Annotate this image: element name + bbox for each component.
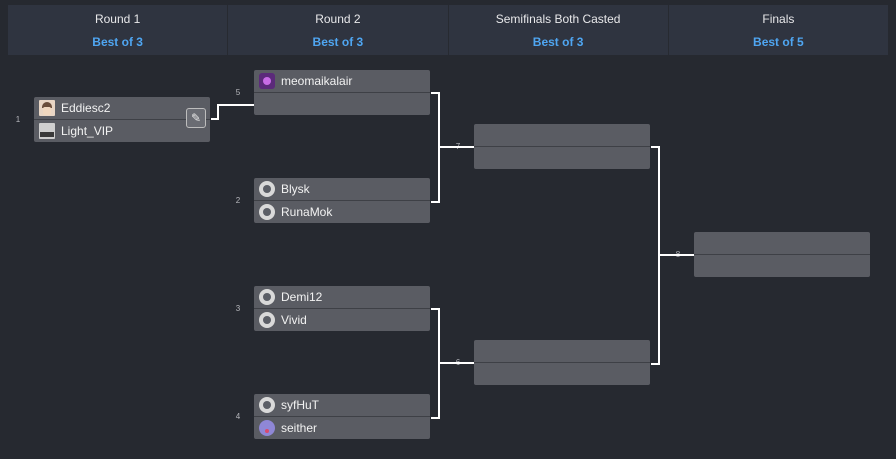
- player-slot-empty[interactable]: [474, 363, 650, 385]
- bot-avatar-icon: [259, 397, 275, 413]
- match-number: 1: [15, 115, 21, 124]
- player-slot[interactable]: Blysk: [254, 178, 430, 200]
- slot-divider: [254, 308, 430, 309]
- match-1[interactable]: Eddiesc2 Light_VIP ✎: [34, 97, 210, 142]
- player-name: RunaMok: [281, 205, 333, 219]
- player-avatar-icon: [259, 420, 275, 436]
- slot-divider: [474, 362, 650, 363]
- bracket-connector: [211, 118, 219, 120]
- match-7[interactable]: [474, 124, 650, 169]
- match-3[interactable]: Demi12 Vivid: [254, 286, 430, 331]
- match-5[interactable]: meomaikalair: [254, 70, 430, 115]
- player-slot[interactable]: meomaikalair: [254, 70, 430, 92]
- semifinals-column: Semifinals Both Casted Best of 3: [449, 5, 669, 55]
- slot-divider: [34, 119, 210, 120]
- player-slot[interactable]: Vivid: [254, 309, 430, 331]
- edit-icon[interactable]: ✎: [186, 108, 206, 128]
- player-name: Blysk: [281, 182, 310, 196]
- round-title: Finals: [762, 12, 795, 26]
- player-slot[interactable]: RunaMok: [254, 201, 430, 223]
- round-format: Best of 3: [92, 35, 143, 49]
- bot-avatar-icon: [259, 181, 275, 197]
- slot-divider: [254, 200, 430, 201]
- bracket-connector: [660, 254, 694, 256]
- slot-divider: [254, 416, 430, 417]
- player-name: Vivid: [281, 313, 307, 327]
- bracket-connector: [217, 104, 254, 106]
- round-format: Best of 3: [312, 35, 364, 49]
- match-number: 5: [235, 88, 241, 97]
- player-slot-empty[interactable]: [474, 147, 650, 169]
- bot-avatar-icon: [259, 204, 275, 220]
- bracket-connector: [651, 146, 660, 365]
- player-name: Light_VIP: [61, 124, 114, 138]
- player-slot[interactable]: Demi12: [254, 286, 430, 308]
- player-slot-empty[interactable]: [694, 232, 870, 254]
- bracket-connector: [440, 146, 474, 148]
- bracket-connector: [431, 308, 440, 419]
- player-slot-empty[interactable]: [694, 255, 870, 277]
- player-slot[interactable]: Light_VIP: [34, 120, 210, 142]
- round-2-column: Round 2 Best of 3: [228, 5, 449, 55]
- slot-divider: [254, 92, 430, 93]
- match-number: 2: [235, 196, 241, 205]
- player-name: seither: [281, 421, 318, 435]
- match-6[interactable]: [474, 340, 650, 385]
- round-format: Best of 3: [532, 35, 584, 49]
- round-title: Round 2: [315, 12, 361, 26]
- bracket-header: Round 1 Best of 3 Round 2 Best of 3 Semi…: [8, 5, 888, 55]
- player-avatar-icon: [39, 123, 55, 139]
- player-slot[interactable]: Eddiesc2: [34, 97, 210, 119]
- round-format: Best of 5: [753, 35, 804, 49]
- round-title: Round 1: [94, 12, 141, 26]
- bot-avatar-icon: [259, 312, 275, 328]
- bot-avatar-icon: [259, 289, 275, 305]
- player-slot-empty[interactable]: [474, 124, 650, 146]
- round-1-column: Round 1 Best of 3: [8, 5, 229, 55]
- finals-column: Finals Best of 5: [669, 5, 888, 55]
- slot-divider: [694, 254, 870, 255]
- bracket-connector: [431, 92, 440, 203]
- match-number: 4: [235, 412, 241, 421]
- match-8[interactable]: [694, 232, 870, 277]
- player-name: meomaikalair: [281, 74, 353, 88]
- player-name: syfHuT: [281, 398, 320, 412]
- match-4[interactable]: syfHuT seither: [254, 394, 430, 439]
- player-avatar-icon: [259, 73, 275, 89]
- round-title: Semifinals Both Casted: [495, 12, 621, 26]
- bracket-connector: [217, 104, 219, 118]
- player-name: Demi12: [281, 290, 323, 304]
- match-number: 3: [235, 304, 241, 313]
- slot-divider: [474, 146, 650, 147]
- player-slot[interactable]: syfHuT: [254, 394, 430, 416]
- player-avatar-icon: [39, 100, 55, 116]
- match-2[interactable]: Blysk RunaMok: [254, 178, 430, 223]
- player-name: Eddiesc2: [61, 101, 111, 115]
- player-slot-empty[interactable]: [254, 93, 430, 115]
- player-slot[interactable]: seither: [254, 417, 430, 439]
- player-slot-empty[interactable]: [474, 340, 650, 362]
- bracket-connector: [440, 362, 474, 364]
